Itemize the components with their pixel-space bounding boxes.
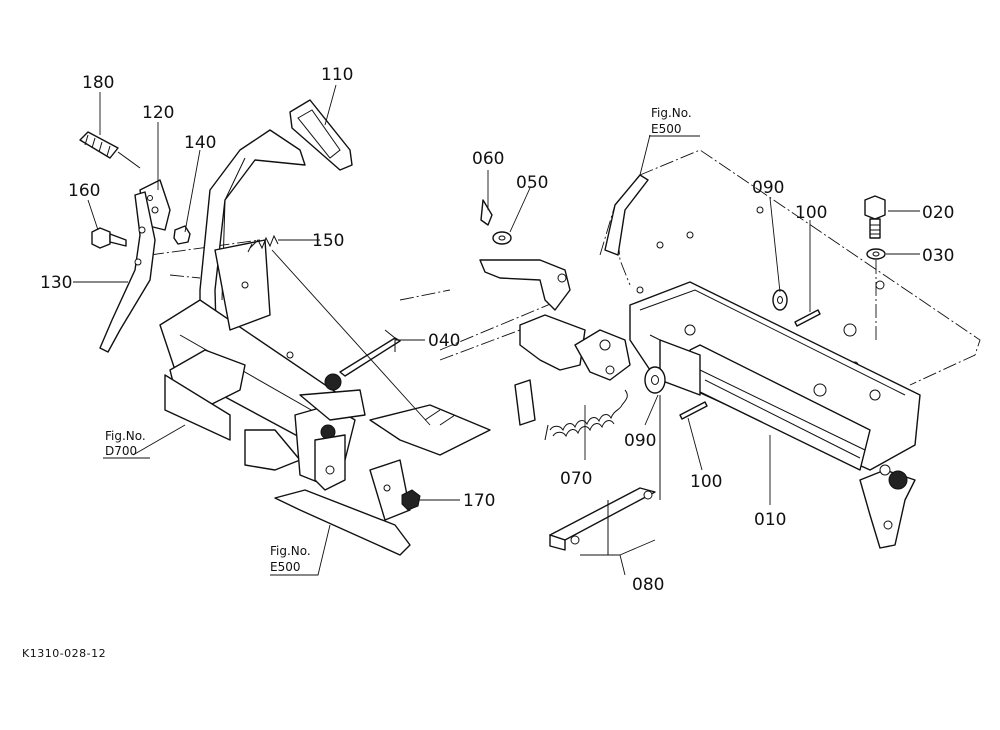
callout-leader-lines: [73, 84, 920, 576]
bracket-center: [479, 259, 631, 426]
figref-e500-left-code: E500: [270, 560, 301, 574]
callout-020: 020: [922, 203, 954, 223]
callout-130: 130: [40, 273, 72, 293]
bracket-lower-left: [274, 404, 491, 556]
callout-050: 050: [516, 173, 548, 193]
figref-e500-top-title: Fig.No.: [651, 106, 692, 120]
callout-labels: 180 120 140 160 130 110 150 040 170 060 …: [40, 65, 954, 595]
part-100-pin-lower: [679, 401, 708, 420]
pedal-shaft-assembly: [159, 239, 366, 491]
part-150-spring: [247, 234, 279, 253]
callout-180: 180: [82, 73, 114, 93]
callout-150: 150: [312, 231, 344, 251]
figref-e500-top-code: E500: [651, 122, 682, 136]
part-160-bolt: [91, 227, 127, 249]
part-060-cotter-pin: [480, 199, 493, 226]
part-020-bolt: [864, 195, 886, 239]
callout-140: 140: [184, 133, 216, 153]
callout-160: 160: [68, 181, 100, 201]
callout-070: 070: [560, 469, 592, 489]
figref-d700-code: D700: [105, 444, 137, 458]
figure-references: Fig.No. D700 Fig.No. E500 Fig.No. E500: [103, 106, 700, 574]
callout-110: 110: [321, 65, 353, 85]
callout-010: 010: [754, 510, 786, 530]
part-180-grip: [79, 131, 141, 169]
callout-090-lower: 090: [624, 431, 656, 451]
part-140-nut: [173, 225, 191, 245]
callout-030: 030: [922, 246, 954, 266]
part-080-link-plate: [549, 395, 661, 556]
callout-040: 040: [428, 331, 460, 351]
figref-e500-left-title: Fig.No.: [270, 544, 311, 558]
figref-e500-left: Fig.No. E500: [270, 544, 311, 574]
figref-d700-title: Fig.No.: [105, 429, 146, 443]
figref-e500-top: Fig.No. E500: [649, 106, 700, 137]
drawing-code: K1310-028-12: [22, 647, 106, 660]
part-130-lever: [99, 191, 156, 353]
callout-090-upper: 090: [752, 178, 784, 198]
part-030-washer: [866, 248, 886, 260]
callout-170: 170: [463, 491, 495, 511]
part-050-washer: [492, 231, 512, 245]
figref-d700: Fig.No. D700: [103, 429, 150, 459]
part-110-pedal-pad: [289, 99, 353, 171]
callout-100-upper: 100: [795, 203, 827, 223]
part-010-shaft-housing: [629, 281, 921, 549]
part-070-spring: [544, 389, 628, 441]
part-100-pin-upper: [794, 309, 821, 327]
part-170-nut: [401, 489, 421, 511]
part-090-washer-upper: [772, 289, 788, 311]
part-090-washer-lower: [644, 366, 666, 394]
callout-120: 120: [142, 103, 174, 123]
callout-080: 080: [632, 575, 664, 595]
part-040-rod: [339, 329, 401, 377]
callout-060: 060: [472, 149, 504, 169]
callout-100-lower: 100: [690, 472, 722, 492]
